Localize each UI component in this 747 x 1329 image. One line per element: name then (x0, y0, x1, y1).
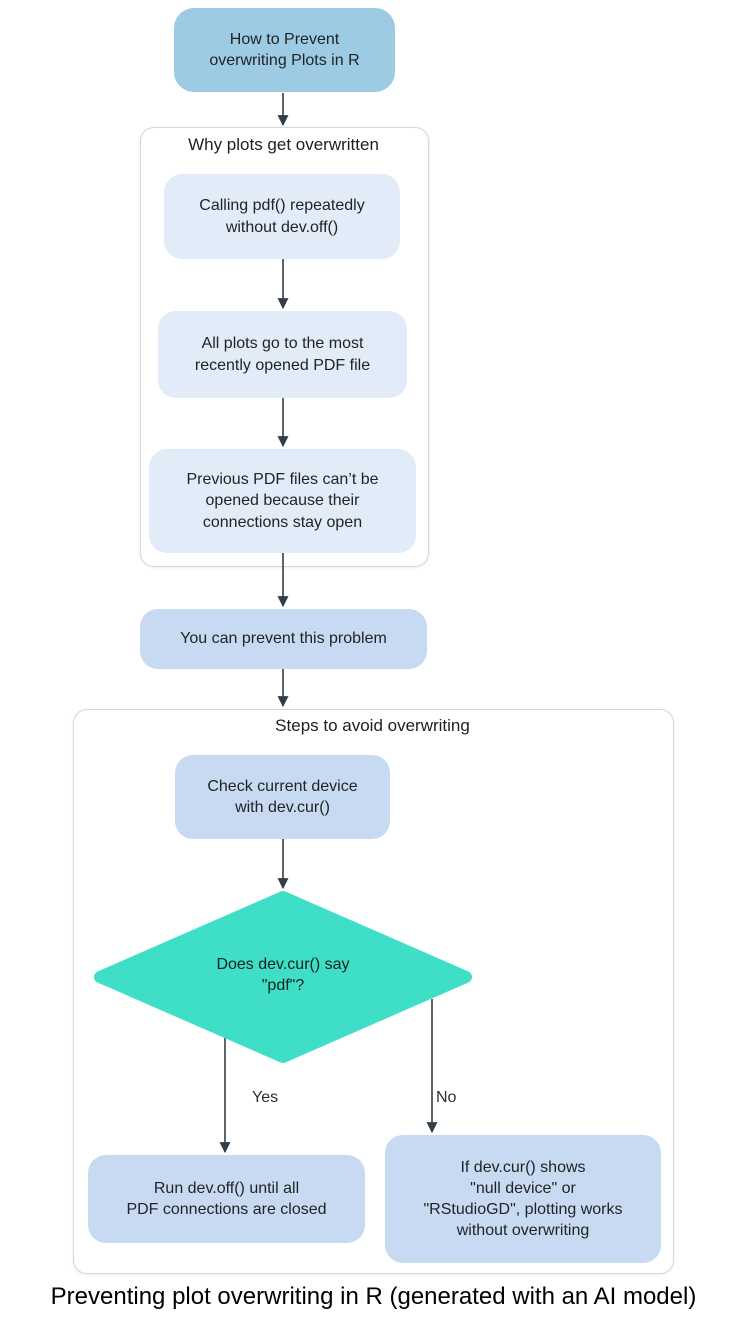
node-run-devoff: Run dev.off() until all PDF connections … (88, 1155, 365, 1243)
edge-label-no: No (434, 1089, 459, 1107)
node-calling-pdf: Calling pdf() repeatedly without dev.off… (164, 174, 400, 259)
node-all-plots: All plots go to the most recently opened… (158, 311, 407, 398)
decision-diamond (94, 891, 472, 1063)
edge-label-yes: Yes (250, 1089, 281, 1107)
node-previous-pdf: Previous PDF files can’t be opened becau… (149, 449, 416, 553)
node-how-to-prevent: How to Prevent overwriting Plots in R (174, 8, 395, 92)
subgraph-why-title: Why plots get overwritten (188, 135, 379, 154)
subgraph-steps-title: Steps to avoid overwriting (275, 716, 470, 735)
node-check-device: Check current device with dev.cur() (175, 755, 390, 839)
node-prevent-problem: You can prevent this problem (140, 609, 427, 669)
diagram-caption: Preventing plot overwriting in R (genera… (50, 1283, 697, 1310)
node-null-device: If dev.cur() shows "null device" or "RSt… (385, 1135, 661, 1263)
decision-label: Does dev.cur() say "pdf"? (216, 956, 350, 995)
